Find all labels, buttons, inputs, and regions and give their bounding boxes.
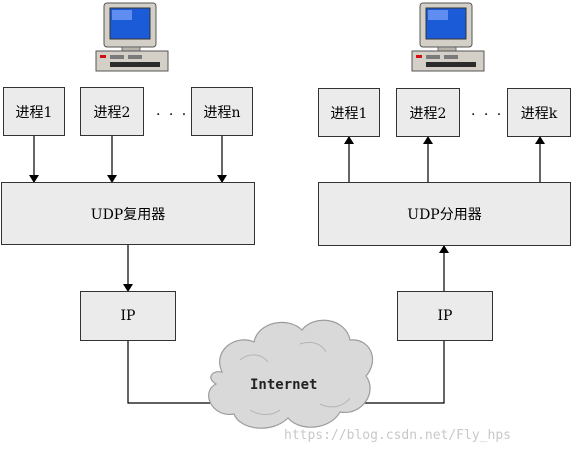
internet-label: Internet bbox=[250, 377, 318, 393]
desktop-computer-icon bbox=[95, 2, 169, 72]
link-ip-to-internet bbox=[127, 341, 215, 404]
receiver-ellipsis: . . . bbox=[471, 103, 504, 119]
receiver-process-1: 进程1 bbox=[318, 88, 380, 137]
receiver-process-k: 进程k bbox=[507, 88, 571, 137]
receiver-ip-box: IP bbox=[397, 291, 493, 341]
sender-ip-box: IP bbox=[80, 291, 176, 341]
sender-process-n: 进程n bbox=[191, 87, 253, 136]
cloud-icon bbox=[208, 319, 374, 429]
desktop-computer-icon bbox=[411, 2, 485, 72]
watermark-text: https://blog.csdn.net/Fly_hps bbox=[284, 428, 511, 443]
sender-ellipsis: . . . bbox=[156, 103, 189, 119]
sender-process-2: 进程2 bbox=[80, 87, 144, 136]
receiver-process-2: 进程2 bbox=[396, 88, 460, 137]
sender-process-1: 进程1 bbox=[3, 87, 65, 136]
udp-demultiplexer: UDP分用器 bbox=[318, 182, 571, 246]
link-internet-to-ip bbox=[360, 341, 445, 404]
udp-multiplexer: UDP复用器 bbox=[1, 182, 255, 245]
